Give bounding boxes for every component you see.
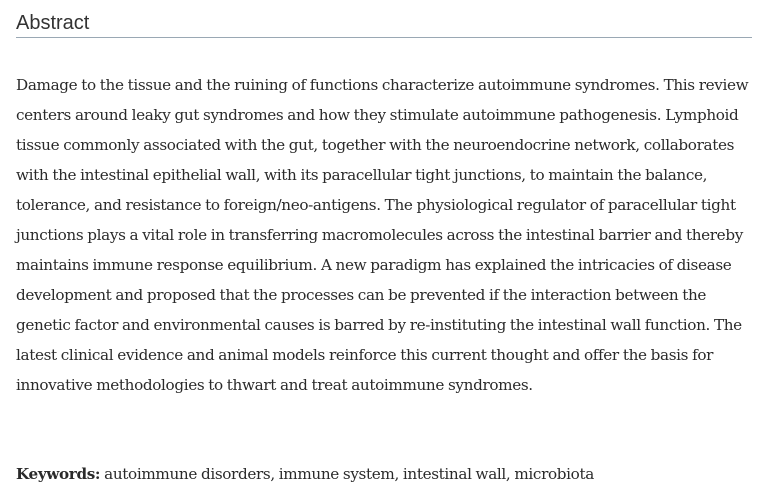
abstract-heading: Abstract xyxy=(16,10,752,38)
keywords-label: Keywords: xyxy=(16,465,101,483)
keywords-values: autoimmune disorders, immune system, int… xyxy=(104,465,594,483)
keywords-line: Keywords: autoimmune disorders, immune s… xyxy=(16,459,760,489)
abstract-text: Damage to the tissue and the ruining of … xyxy=(16,76,749,394)
